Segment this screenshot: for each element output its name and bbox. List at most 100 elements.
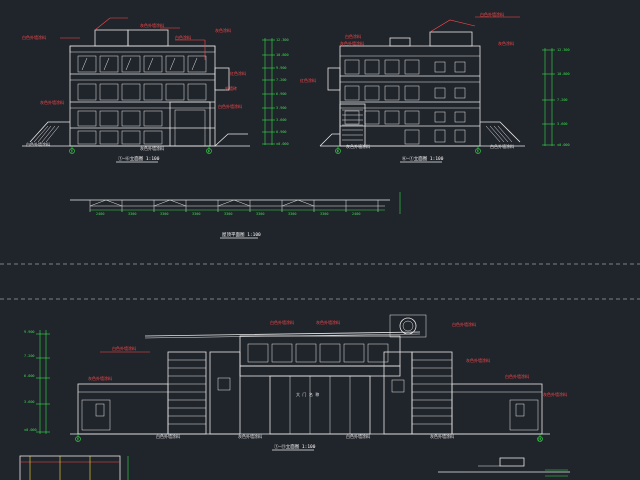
- material-callout: 灰色外墙涂料: [40, 99, 64, 105]
- drawing-title: ⑥—①立面图 1:100: [402, 155, 444, 162]
- material-callout: 白色外墙涂料: [156, 433, 180, 439]
- axis-label: 6: [208, 149, 210, 153]
- svg-text:±0.000: ±0.000: [557, 143, 570, 147]
- axis-label: 1: [477, 149, 479, 153]
- material-callout: 灰色涂料: [215, 27, 231, 33]
- grid-axis-bubble: [335, 148, 341, 154]
- axis-label: 1: [71, 149, 73, 153]
- svg-text:7.200: 7.200: [276, 78, 287, 82]
- material-callout: 灰色外墙涂料: [543, 391, 567, 397]
- window-grid: [344, 59, 466, 145]
- material-callout: 灰色外墙涂料: [430, 433, 454, 439]
- material-callout: 白色涂料: [175, 34, 191, 40]
- elevation-3[interactable]: 大 门 名 称 1 11 白色外墙涂料 灰色外墙涂料: [70, 314, 567, 451]
- material-callout: 灰色外墙涂料: [316, 319, 340, 325]
- roof-canopy: [429, 19, 476, 33]
- wing-right: [451, 383, 543, 435]
- material-callout: 灰色外墙涂料: [88, 375, 112, 381]
- level-column-1: 12.300 10.800 9.900 7.200 6.900 3.900 3.…: [262, 38, 289, 146]
- svg-text:3.600: 3.600: [24, 400, 35, 404]
- dimension-text: 2400: [96, 212, 104, 216]
- svg-text:0.900: 0.900: [276, 130, 287, 134]
- svg-text:7.200: 7.200: [24, 354, 35, 358]
- roof-canopy: [94, 17, 128, 31]
- dimension-text: 3300: [128, 212, 136, 216]
- dimension-text: 3300: [160, 212, 168, 216]
- material-callout: 外墙砖: [225, 85, 237, 91]
- material-callout: 灰色外墙涂料: [140, 22, 164, 28]
- material-callout: 灰色涂料: [498, 40, 514, 46]
- material-callout: 白色外墙涂料: [346, 433, 370, 439]
- axis-label: 1: [77, 437, 79, 441]
- dimension-text: 3300: [256, 212, 264, 216]
- drawing-title: ①—⑥立面图 1:100: [118, 155, 160, 162]
- material-callout: 白色外墙涂料: [218, 103, 242, 109]
- emblem-circle: [399, 317, 417, 335]
- svg-text:6.900: 6.900: [276, 92, 287, 96]
- entrance-block: [169, 101, 211, 147]
- gate-opening: [269, 375, 371, 435]
- svg-text:12.300: 12.300: [276, 38, 289, 42]
- roof-plan-strip[interactable]: 2400 3300 3300 3300 3300 3300 3300 3300 …: [70, 192, 401, 239]
- dimension-text: 3300: [224, 212, 232, 216]
- material-callout: 红色涂料: [230, 70, 246, 76]
- partial-detail-left: [19, 455, 129, 480]
- wing-left: [77, 383, 169, 435]
- elevation-1[interactable]: 1 6 白色外墙涂料 灰色外墙涂料 白色涂料 灰色涂料 红色涂料 外墙砖 白色外…: [22, 17, 250, 163]
- window-grid: [77, 55, 207, 145]
- dimension-text: 3300: [288, 212, 296, 216]
- svg-text:3.600: 3.600: [557, 122, 568, 126]
- svg-text:10.800: 10.800: [276, 53, 289, 57]
- material-callout: 灰色外墙涂料: [140, 145, 164, 151]
- dimension-text: 3300: [320, 212, 328, 216]
- svg-text:±0.000: ±0.000: [24, 428, 37, 432]
- drawing-title: ①—⑪立面图 1:100: [274, 443, 316, 450]
- svg-text:3.900: 3.900: [276, 106, 287, 110]
- material-callout: 灰色外墙涂料: [340, 40, 364, 46]
- material-callout: 白色外墙涂料: [22, 34, 46, 40]
- dimension-text: 2400: [352, 212, 360, 216]
- svg-text:6.000: 6.000: [24, 374, 35, 378]
- level-column-2: 12.300 10.800 7.200 3.600 ±0.000: [542, 48, 570, 147]
- partial-detail-right: [438, 457, 570, 477]
- grid-axis-bubble: [69, 148, 75, 154]
- material-callout: 白色外墙涂料: [26, 141, 50, 147]
- svg-text:9.900: 9.900: [24, 330, 35, 334]
- material-callout: 红色涂料: [300, 77, 316, 83]
- roof-penthouse: [429, 31, 473, 47]
- grid-axis-bubble: [206, 148, 212, 154]
- svg-text:3.600: 3.600: [276, 118, 287, 122]
- grid-axis-bubble: [75, 436, 81, 442]
- gate-pier-left: [167, 351, 207, 435]
- stair-left: [29, 121, 70, 143]
- axis-label: 11: [538, 437, 542, 441]
- roof-stair-box: [94, 29, 129, 47]
- axis-label: 6: [337, 149, 339, 153]
- material-callout: 白色外墙涂料: [480, 11, 504, 17]
- dimension-text: 3300: [192, 212, 200, 216]
- material-callout: 白色外墙涂料: [270, 319, 294, 325]
- drawing-title: 屋顶平面图 1:100: [222, 232, 261, 238]
- material-callout: 灰色外墙涂料: [466, 357, 490, 363]
- svg-text:10.800: 10.800: [557, 72, 570, 76]
- material-callout: 灰色外墙涂料: [238, 433, 262, 439]
- gate-signage: 大 门 名 称: [296, 391, 319, 397]
- material-callout: 白色外墙涂料: [490, 143, 514, 149]
- stair-right: [480, 121, 521, 143]
- material-callout: 白色外墙涂料: [452, 321, 476, 327]
- material-callout: 灰色外墙涂料: [346, 143, 370, 149]
- gate-pier-right: [411, 351, 453, 435]
- svg-text:7.200: 7.200: [557, 98, 568, 102]
- elevation-2[interactable]: 6 1 白色外墙涂料 灰色外墙涂料 白色涂料 灰色涂料 红色涂料 灰色外墙涂料 …: [300, 11, 525, 163]
- roof-penthouse: [127, 29, 169, 47]
- level-column-3: 9.900 7.200 6.000 3.600 ±0.000: [24, 330, 50, 434]
- material-callout: 白色外墙涂料: [505, 373, 529, 379]
- grid-axis-bubble: [475, 148, 481, 154]
- material-callout: 白色涂料: [345, 33, 361, 39]
- svg-text:±0.000: ±0.000: [276, 142, 289, 146]
- material-callout: 白色外墙涂料: [112, 345, 136, 351]
- svg-text:12.300: 12.300: [557, 48, 570, 52]
- grid-axis-bubble: [537, 436, 543, 442]
- building-body: [339, 45, 481, 147]
